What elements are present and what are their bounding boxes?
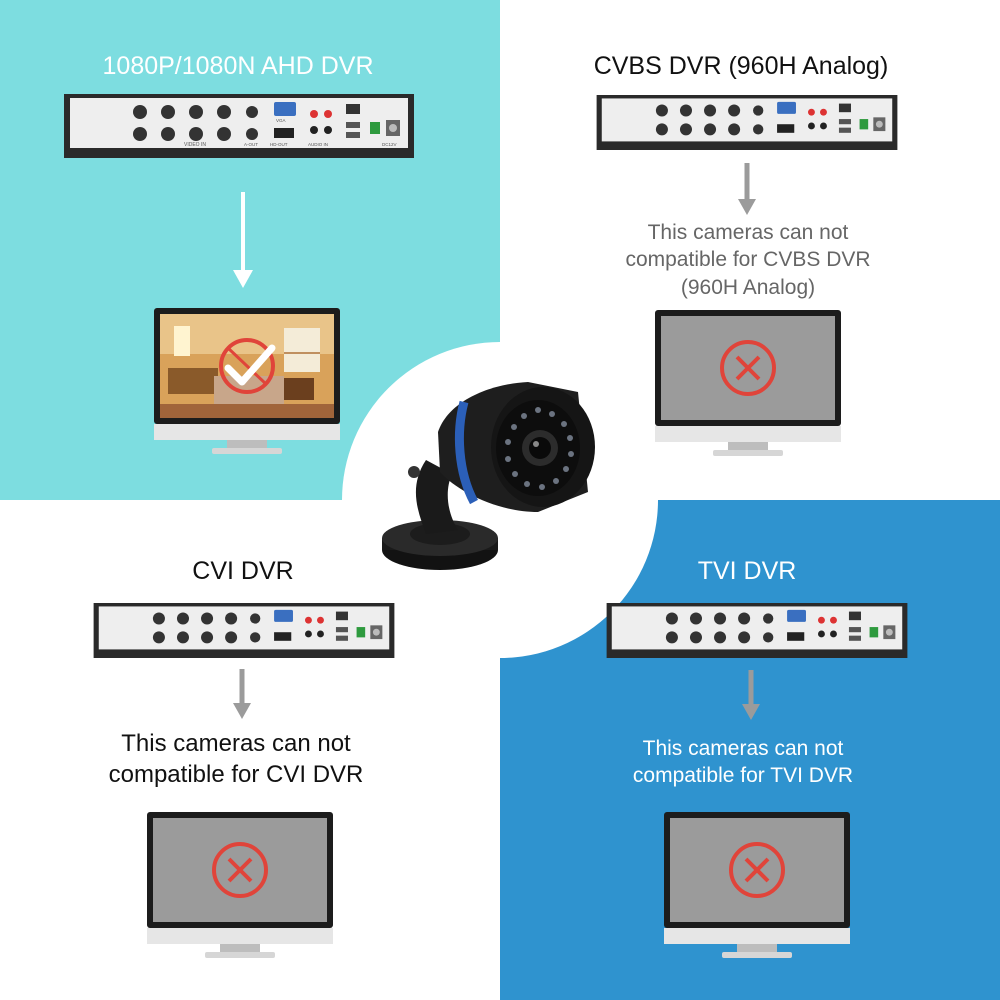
dvr-a-out-label: A-OUT (244, 142, 258, 147)
ahd-down-arrow-icon (233, 192, 253, 288)
dvr-dc12v-label: DC12V (382, 142, 397, 147)
desc-line: compatible for TVI DVR (632, 764, 854, 788)
cvi-down-arrow-icon (233, 669, 251, 719)
ahd-monitor (154, 308, 340, 454)
dvr-recorder-icon (606, 603, 908, 658)
tvi-dvr-unit (606, 603, 908, 658)
cvi-incompatible-text: This cameras can not compatible for CVI … (109, 728, 364, 790)
desc-line: This cameras can not (642, 737, 844, 760)
checkmark-circle-icon (219, 338, 276, 394)
desc-line: This cameras can not (647, 221, 849, 244)
bullet-camera-icon (382, 382, 595, 570)
ahd-dvr-unit: VIDEO IN VGA A-OUT HD-OUT AUDIO IN DC12V (64, 94, 414, 158)
imac-monitor-icon (664, 812, 850, 958)
desc-line: compatible for CVI DVR (108, 761, 364, 789)
cvi-dvr-unit (93, 603, 395, 658)
cvbs-dvr-unit (596, 95, 898, 150)
x-circle-icon (720, 340, 776, 396)
cvbs-monitor (655, 310, 841, 456)
cvi-dvr-title: CVI DVR (192, 557, 294, 585)
imac-monitor-icon (655, 310, 841, 456)
dvr-hd-out-label: HD-OUT (270, 142, 288, 147)
cvbs-down-arrow-icon (738, 163, 756, 215)
dvr-recorder-icon (93, 603, 395, 658)
ahd-dvr-title: 1080P/1080N AHD DVR (102, 52, 374, 80)
cvbs-dvr-title: CVBS DVR (960H Analog) (593, 52, 889, 80)
x-circle-icon (212, 842, 268, 898)
tvi-down-arrow-icon (742, 670, 760, 720)
dvr-video-in-label: VIDEO IN (184, 142, 206, 148)
desc-line: (960H Analog) (680, 275, 816, 299)
dvr-audio-in-label: AUDIO IN (308, 142, 328, 147)
desc-line: compatible for CVBS DVR (625, 248, 871, 272)
cvbs-incompatible-text: This cameras can not compatible for CVBS… (625, 219, 870, 301)
dvr-recorder-icon (64, 94, 414, 158)
cvi-monitor (147, 812, 333, 958)
tvi-incompatible-text: This cameras can not compatible for TVI … (633, 735, 853, 790)
dvr-vga-label: VGA (276, 118, 286, 123)
imac-monitor-icon (147, 812, 333, 958)
tvi-monitor (664, 812, 850, 958)
x-circle-icon (729, 842, 785, 898)
dvr-recorder-icon (596, 95, 898, 150)
desc-line: This cameras can not (121, 730, 351, 757)
tvi-dvr-title: TVI DVR (697, 557, 797, 585)
